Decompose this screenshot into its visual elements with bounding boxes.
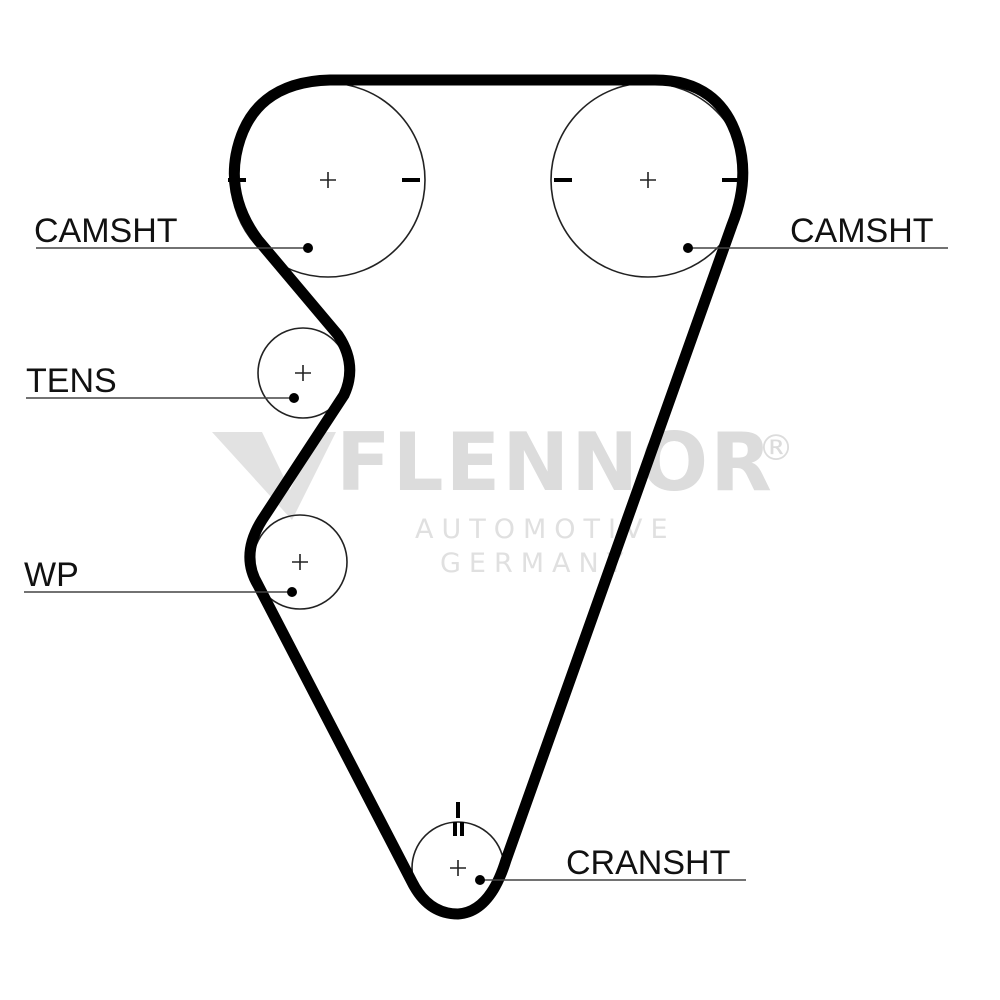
crankshaft-label: CRANSHT — [566, 844, 730, 882]
water-pump-label: WP — [24, 556, 79, 594]
leader-dots — [287, 243, 693, 885]
watermark-line2: GERMANY — [440, 548, 631, 579]
flennor-logo-mark — [212, 432, 336, 520]
watermark-line1: AUTOMOTIVE — [415, 514, 676, 545]
tensioner-center-icon — [295, 365, 311, 381]
leader-lines — [24, 247, 948, 881]
watermark: FLENNOR ® AUTOMOTIVE GERMANY — [212, 416, 794, 579]
crankshaft-center-icon — [450, 860, 466, 876]
crankshaft-dot — [475, 875, 485, 885]
timing-belt — [228, 74, 749, 920]
camshaft-left-dot — [303, 243, 313, 253]
tensioner-dot — [289, 393, 299, 403]
camshaft-left-center-icon — [320, 172, 336, 188]
watermark-brand: FLENNOR — [336, 416, 774, 509]
labels: CAMSHT CAMSHT TENS WP CRANSHT — [24, 212, 934, 882]
center-marks — [292, 172, 656, 876]
camshaft-right-dot — [683, 243, 693, 253]
tensioner-label: TENS — [26, 362, 117, 400]
water-pump-center-icon — [292, 554, 308, 570]
camshaft-right-label: CAMSHT — [790, 212, 934, 250]
camshaft-right-center-icon — [640, 172, 656, 188]
camshaft-left-label: CAMSHT — [34, 212, 178, 250]
water-pump-dot — [287, 587, 297, 597]
watermark-registered: ® — [758, 428, 794, 469]
timing-marks — [228, 178, 742, 836]
